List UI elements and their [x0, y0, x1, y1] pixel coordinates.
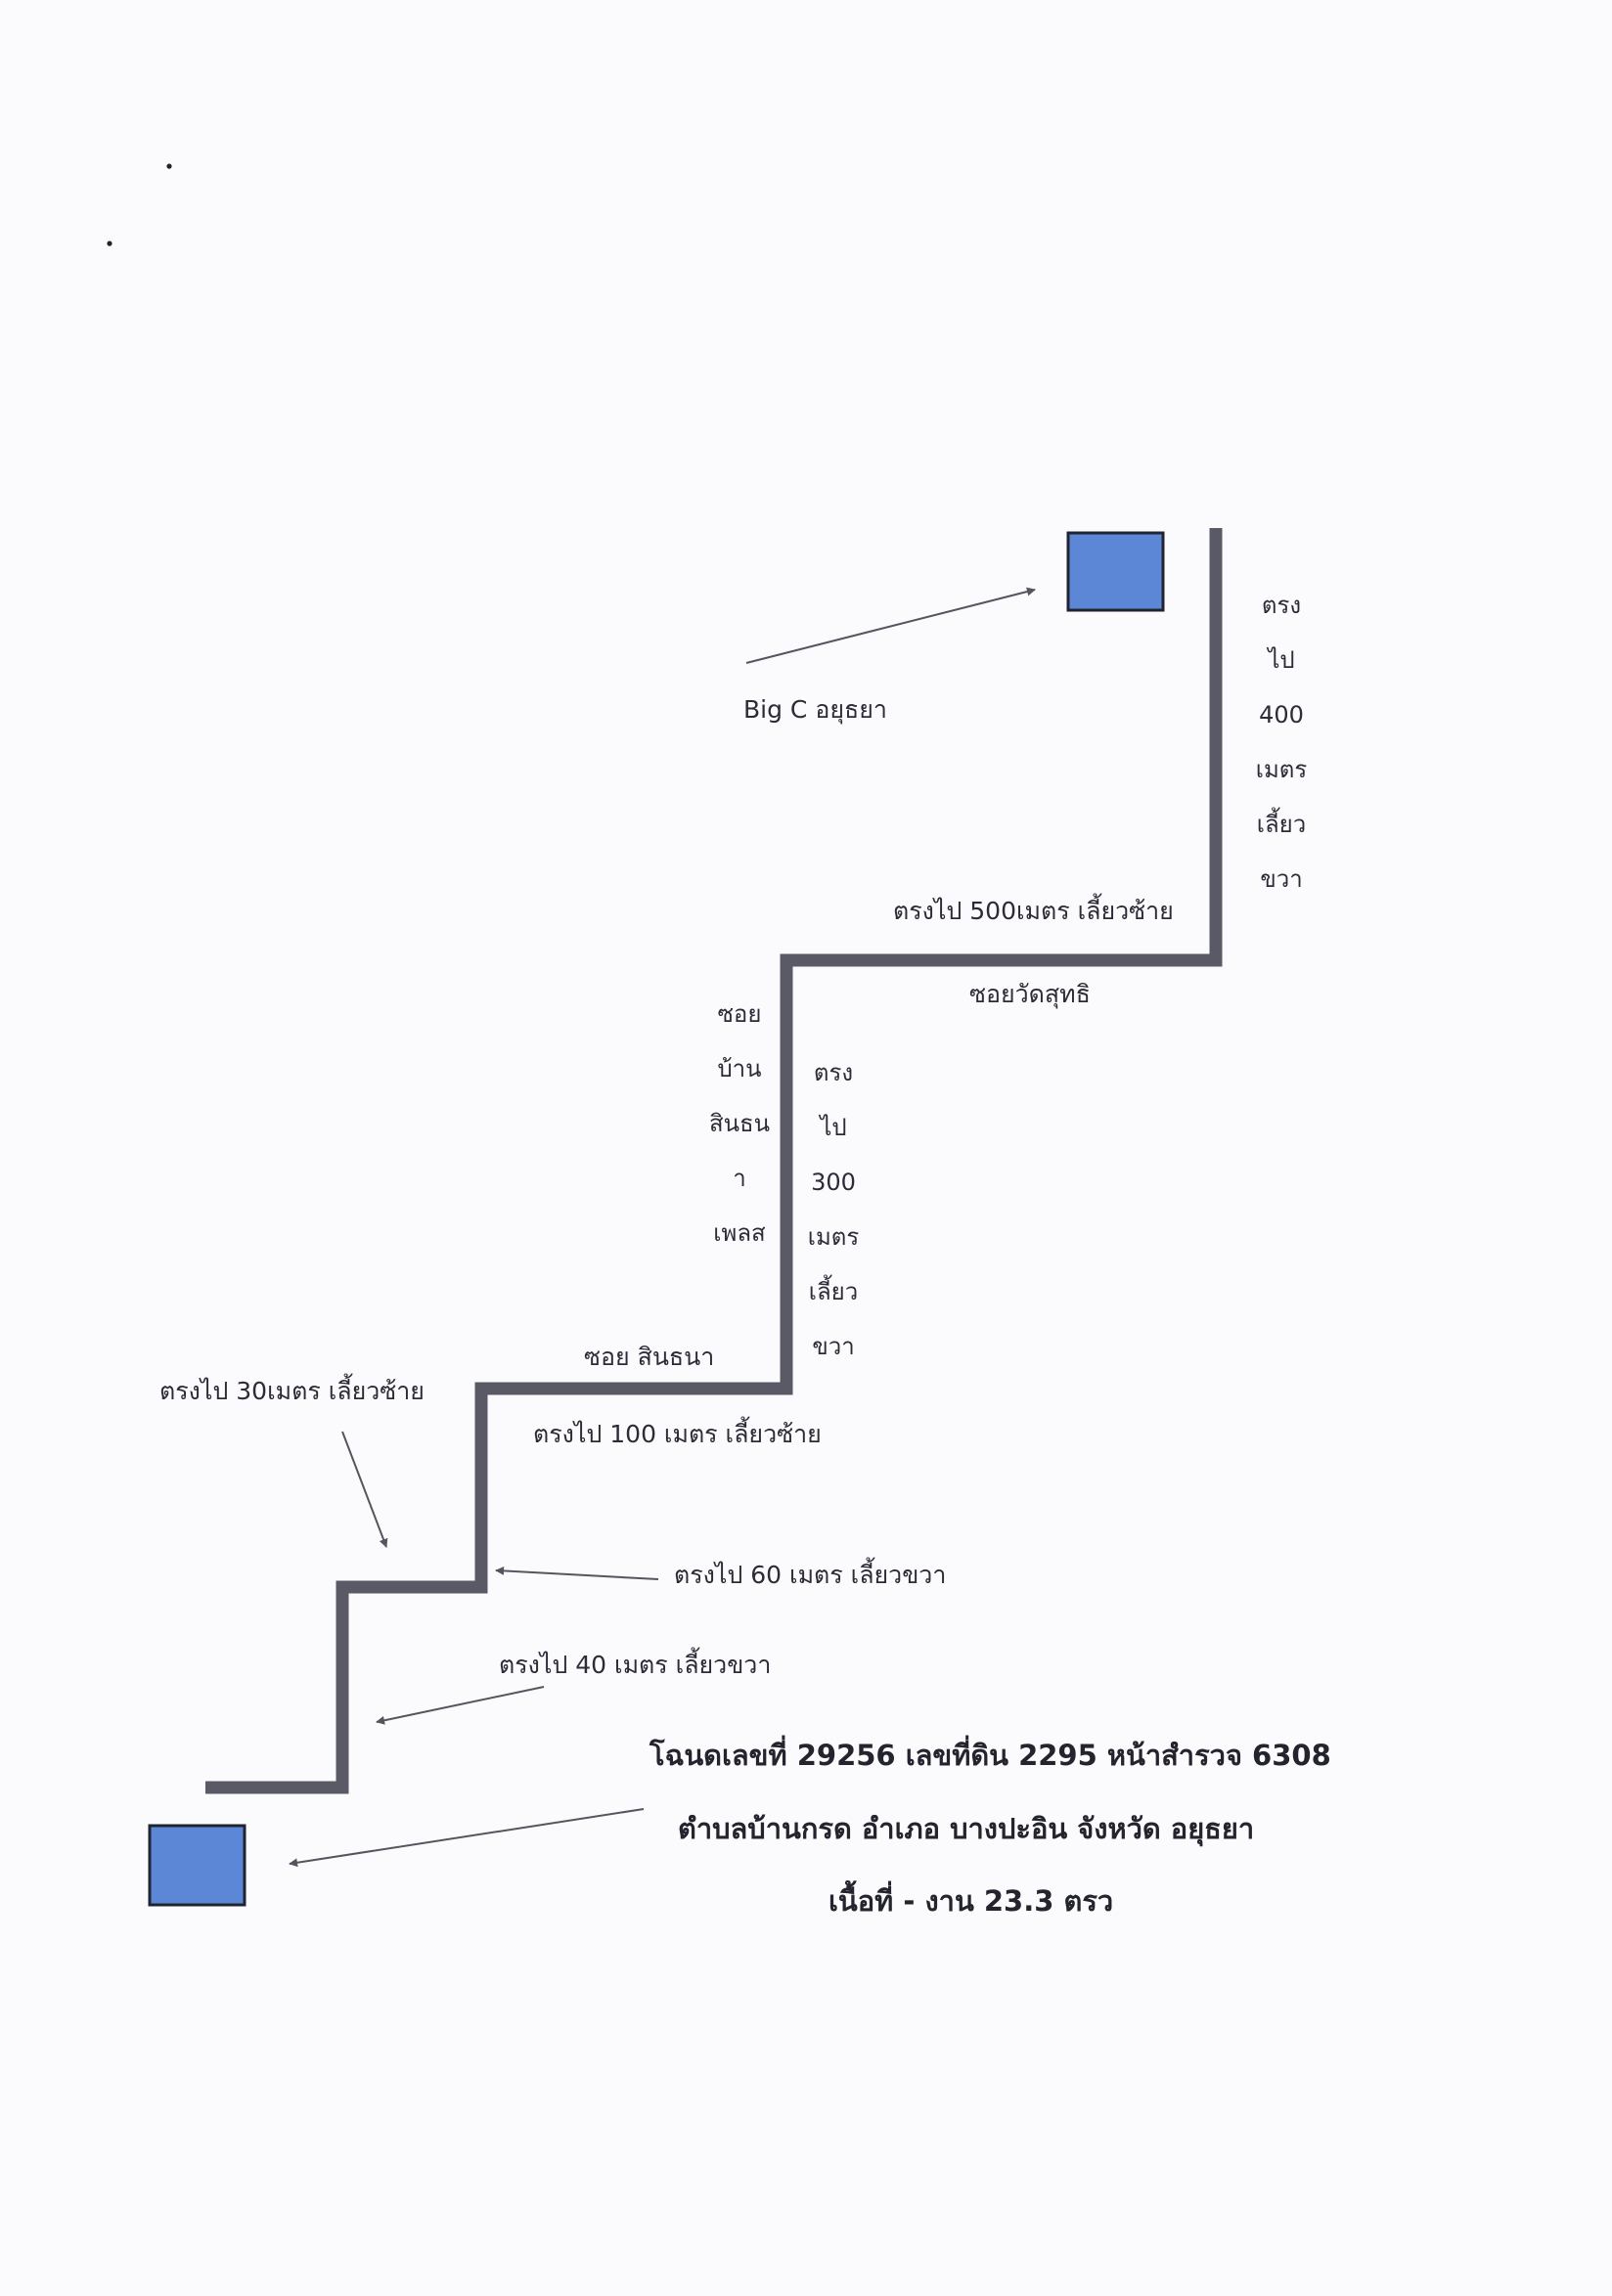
turn-40-note: ตรงไป 40 เมตร เลี้ยวขวา	[499, 1651, 772, 1679]
turn-60-arrow	[495, 1566, 659, 1580]
turn-60-note: ตรงไป 60 เมตร เลี้ยวขวา	[674, 1561, 947, 1589]
route-line	[205, 528, 1223, 1794]
left-turn-arrow	[341, 1431, 388, 1548]
turn-40-arrow	[376, 1686, 545, 1725]
soi-baan-sinthana-word: บ้าน	[717, 1055, 762, 1082]
top-vertical-label-word: ไป	[1268, 646, 1295, 674]
top-horizontal-label: ตรงไป 500เมตร เลี้ยวซ้าย	[893, 897, 1174, 925]
deed-line-3: เนื้อที่ - งาน 23.3 ตรว	[828, 1884, 1114, 1918]
soi-baan-sinthana-word: ซอย	[717, 1000, 762, 1028]
soi-baan-sinthana-word: า	[733, 1165, 746, 1192]
deed-line-1: โฉนดเลขที่ 29256 เลขที่ดิน 2295 หน้าสำรว…	[649, 1739, 1331, 1772]
soi-baan-sinthana-label: ซอย บ้าน สินธน า เพลส	[696, 1002, 783, 1276]
top-vertical-label-word: ขวา	[1260, 865, 1303, 893]
mid-vertical-label-word: ไป	[820, 1114, 847, 1141]
top-vertical-label-word: เลี้ยว	[1256, 811, 1307, 838]
soi-baan-sinthana-word: สินธน	[708, 1110, 771, 1137]
bigc-label: Big C อยุธยา	[743, 695, 887, 724]
origin-arrow	[289, 1808, 645, 1868]
top-vertical-label-word: ตรง	[1261, 592, 1302, 619]
soi-sinthana-label: ซอย สินธนา	[584, 1343, 715, 1371]
deed-line-2: ตำบลบ้านกรด อำเภอ บางปะอิน จังหวัด อยุธย…	[678, 1812, 1255, 1845]
soi-baan-sinthana-word: เพลส	[713, 1219, 766, 1247]
mid-vertical-label: ตรง ไป 300 เมตร เลี้ยว ขวา	[794, 1061, 873, 1390]
scan-speck	[107, 241, 112, 246]
mid-vertical-label-word: ตรง	[813, 1059, 854, 1086]
top-vertical-label: ตรง ไป 400 เมตร เลี้ยว ขวา	[1240, 594, 1322, 922]
soi-wat-suthi-label: ซอยวัดสุทธิ	[969, 980, 1091, 1008]
top-vertical-label-word: เมตร	[1255, 756, 1308, 783]
mid-horizontal-label: ตรงไป 100 เมตร เลี้ยวซ้าย	[533, 1420, 822, 1448]
mid-vertical-label-word: 300	[811, 1169, 856, 1196]
bigc-arrow	[745, 587, 1036, 664]
top-vertical-label-word: 400	[1259, 701, 1304, 729]
mid-vertical-label-word: เมตร	[807, 1223, 860, 1251]
mid-vertical-label-word: ขวา	[812, 1333, 855, 1360]
left-turn-note: ตรงไป 30เมตร เลี้ยวซ้าย	[159, 1377, 425, 1405]
origin-marker	[148, 1824, 246, 1907]
destination-marker	[1066, 531, 1165, 612]
mid-vertical-label-word: เลี้ยว	[808, 1278, 859, 1305]
scan-speck	[166, 163, 172, 169]
